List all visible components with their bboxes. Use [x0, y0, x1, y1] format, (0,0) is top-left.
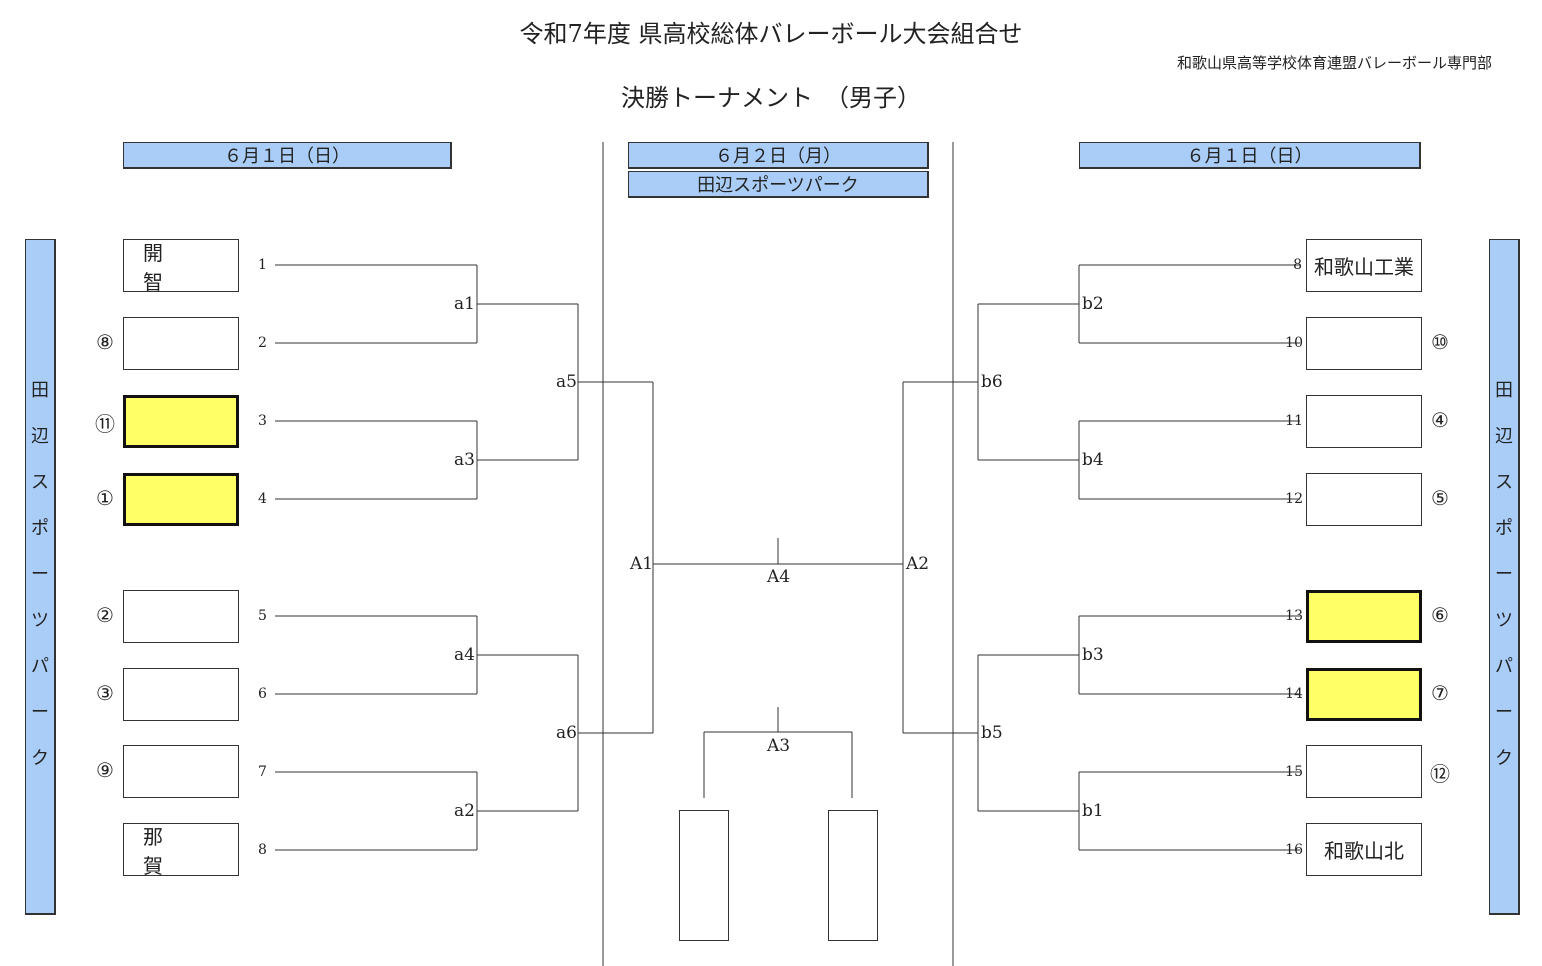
venue-char: ツ: [31, 610, 49, 631]
match-label-A1: A1: [630, 554, 654, 574]
slot-number: 2: [258, 335, 267, 351]
seed-label: ⑦: [1431, 681, 1449, 705]
team-box-highlighted: [123, 473, 239, 526]
team-box: 開 智: [123, 239, 239, 294]
team-box: [1306, 745, 1422, 798]
venue-vertical-right: 田 辺 ス ポ ー ツ パ ー ク: [1489, 239, 1520, 915]
venue-char: ー: [1495, 564, 1513, 585]
slot-number: 4: [258, 491, 267, 507]
match-label-a1: a1: [454, 294, 475, 314]
seed-label: ⑨: [96, 758, 114, 782]
match-label-a3: a3: [454, 450, 475, 470]
seed-label: ⑪: [95, 412, 115, 436]
venue-char: ー: [31, 564, 49, 585]
team-box: 和歌山工業: [1306, 239, 1422, 292]
date-bar-center: ６月２日（月）: [628, 142, 929, 169]
match-label-A3: A3: [767, 736, 791, 756]
match-label-b2: b2: [1082, 294, 1104, 314]
third-place-slot-right: [828, 810, 878, 941]
slot-number: 12: [1285, 491, 1303, 507]
slot-number: 1: [258, 257, 267, 273]
slot-number: 8: [258, 842, 267, 858]
seed-label: ②: [96, 603, 114, 627]
match-label-A4: A4: [767, 567, 791, 587]
venue-vertical-left: 田 辺 ス ポ ー ツ パ ー ク: [25, 239, 56, 915]
slot-number: 11: [1285, 413, 1303, 429]
date-bar-left: ６月１日（日）: [123, 142, 452, 169]
venue-char: ス: [31, 472, 49, 493]
team-box: [1306, 317, 1422, 370]
match-label-A2: A2: [906, 554, 930, 574]
seed-label: ①: [96, 486, 114, 510]
team-box: 那 賀: [123, 823, 239, 878]
venue-char: パ: [31, 656, 49, 677]
team-box: 和歌山北: [1306, 823, 1422, 876]
venue-char: ー: [31, 702, 49, 723]
organizer-label: 和歌山県高等学校体育連盟バレーボール専門部: [1176, 54, 1492, 72]
seed-label: ⑧: [96, 330, 114, 354]
team-box: [123, 668, 239, 721]
team-box-highlighted: [123, 395, 239, 448]
slot-number: 15: [1285, 764, 1303, 780]
venue-char: ク: [1495, 748, 1513, 769]
venue-char: 辺: [31, 426, 49, 447]
slot-number: 16: [1285, 842, 1303, 858]
venue-char: 田: [1495, 380, 1513, 401]
match-label-a5: a5: [556, 372, 577, 392]
venue-bar-center: 田辺スポーツパーク: [628, 171, 929, 198]
third-place-slot-left: [679, 810, 729, 941]
team-box-highlighted: [1306, 590, 1422, 643]
venue-char: ク: [31, 748, 49, 769]
venue-char: ス: [1495, 472, 1513, 493]
seed-label: ③: [96, 681, 114, 705]
venue-char: 田: [31, 380, 49, 401]
slot-number: 13: [1285, 608, 1303, 624]
match-label-a4: a4: [454, 645, 475, 665]
venue-char: 辺: [1495, 426, 1513, 447]
match-label-b4: b4: [1082, 450, 1104, 470]
seed-label: ⑥: [1431, 603, 1449, 627]
page-subtitle: 決勝トーナメント （男子）: [621, 84, 921, 112]
match-label-b5: b5: [981, 723, 1003, 743]
date-bar-right: ６月１日（日）: [1079, 142, 1421, 169]
slot-number: 6: [258, 686, 267, 702]
seed-label: ⑩: [1431, 330, 1449, 354]
seed-label: ⑫: [1430, 762, 1450, 786]
venue-char: ポ: [31, 518, 49, 539]
page-title: 令和7年度 県高校総体バレーボール大会組合せ: [519, 20, 1023, 48]
slot-number: 14: [1285, 686, 1303, 702]
venue-char: ポ: [1495, 518, 1513, 539]
match-label-b3: b3: [1082, 645, 1104, 665]
slot-number: 8: [1293, 257, 1302, 273]
team-box: [123, 745, 239, 798]
venue-char: ー: [1495, 702, 1513, 723]
team-box: [1306, 473, 1422, 526]
team-box-highlighted: [1306, 668, 1422, 721]
slot-number: 3: [258, 413, 267, 429]
venue-char: パ: [1495, 656, 1513, 677]
team-box: [123, 590, 239, 643]
slot-number: 5: [258, 608, 267, 624]
slot-number: 7: [258, 764, 267, 780]
slot-number: 10: [1285, 335, 1303, 351]
match-label-b1: b1: [1082, 801, 1104, 821]
match-label-a2: a2: [454, 801, 475, 821]
venue-char: ツ: [1495, 610, 1513, 631]
team-box: [123, 317, 239, 370]
seed-label: ④: [1431, 408, 1449, 432]
match-label-b6: b6: [981, 372, 1003, 392]
team-box: [1306, 395, 1422, 448]
match-label-a6: a6: [556, 723, 577, 743]
seed-label: ⑤: [1431, 486, 1449, 510]
